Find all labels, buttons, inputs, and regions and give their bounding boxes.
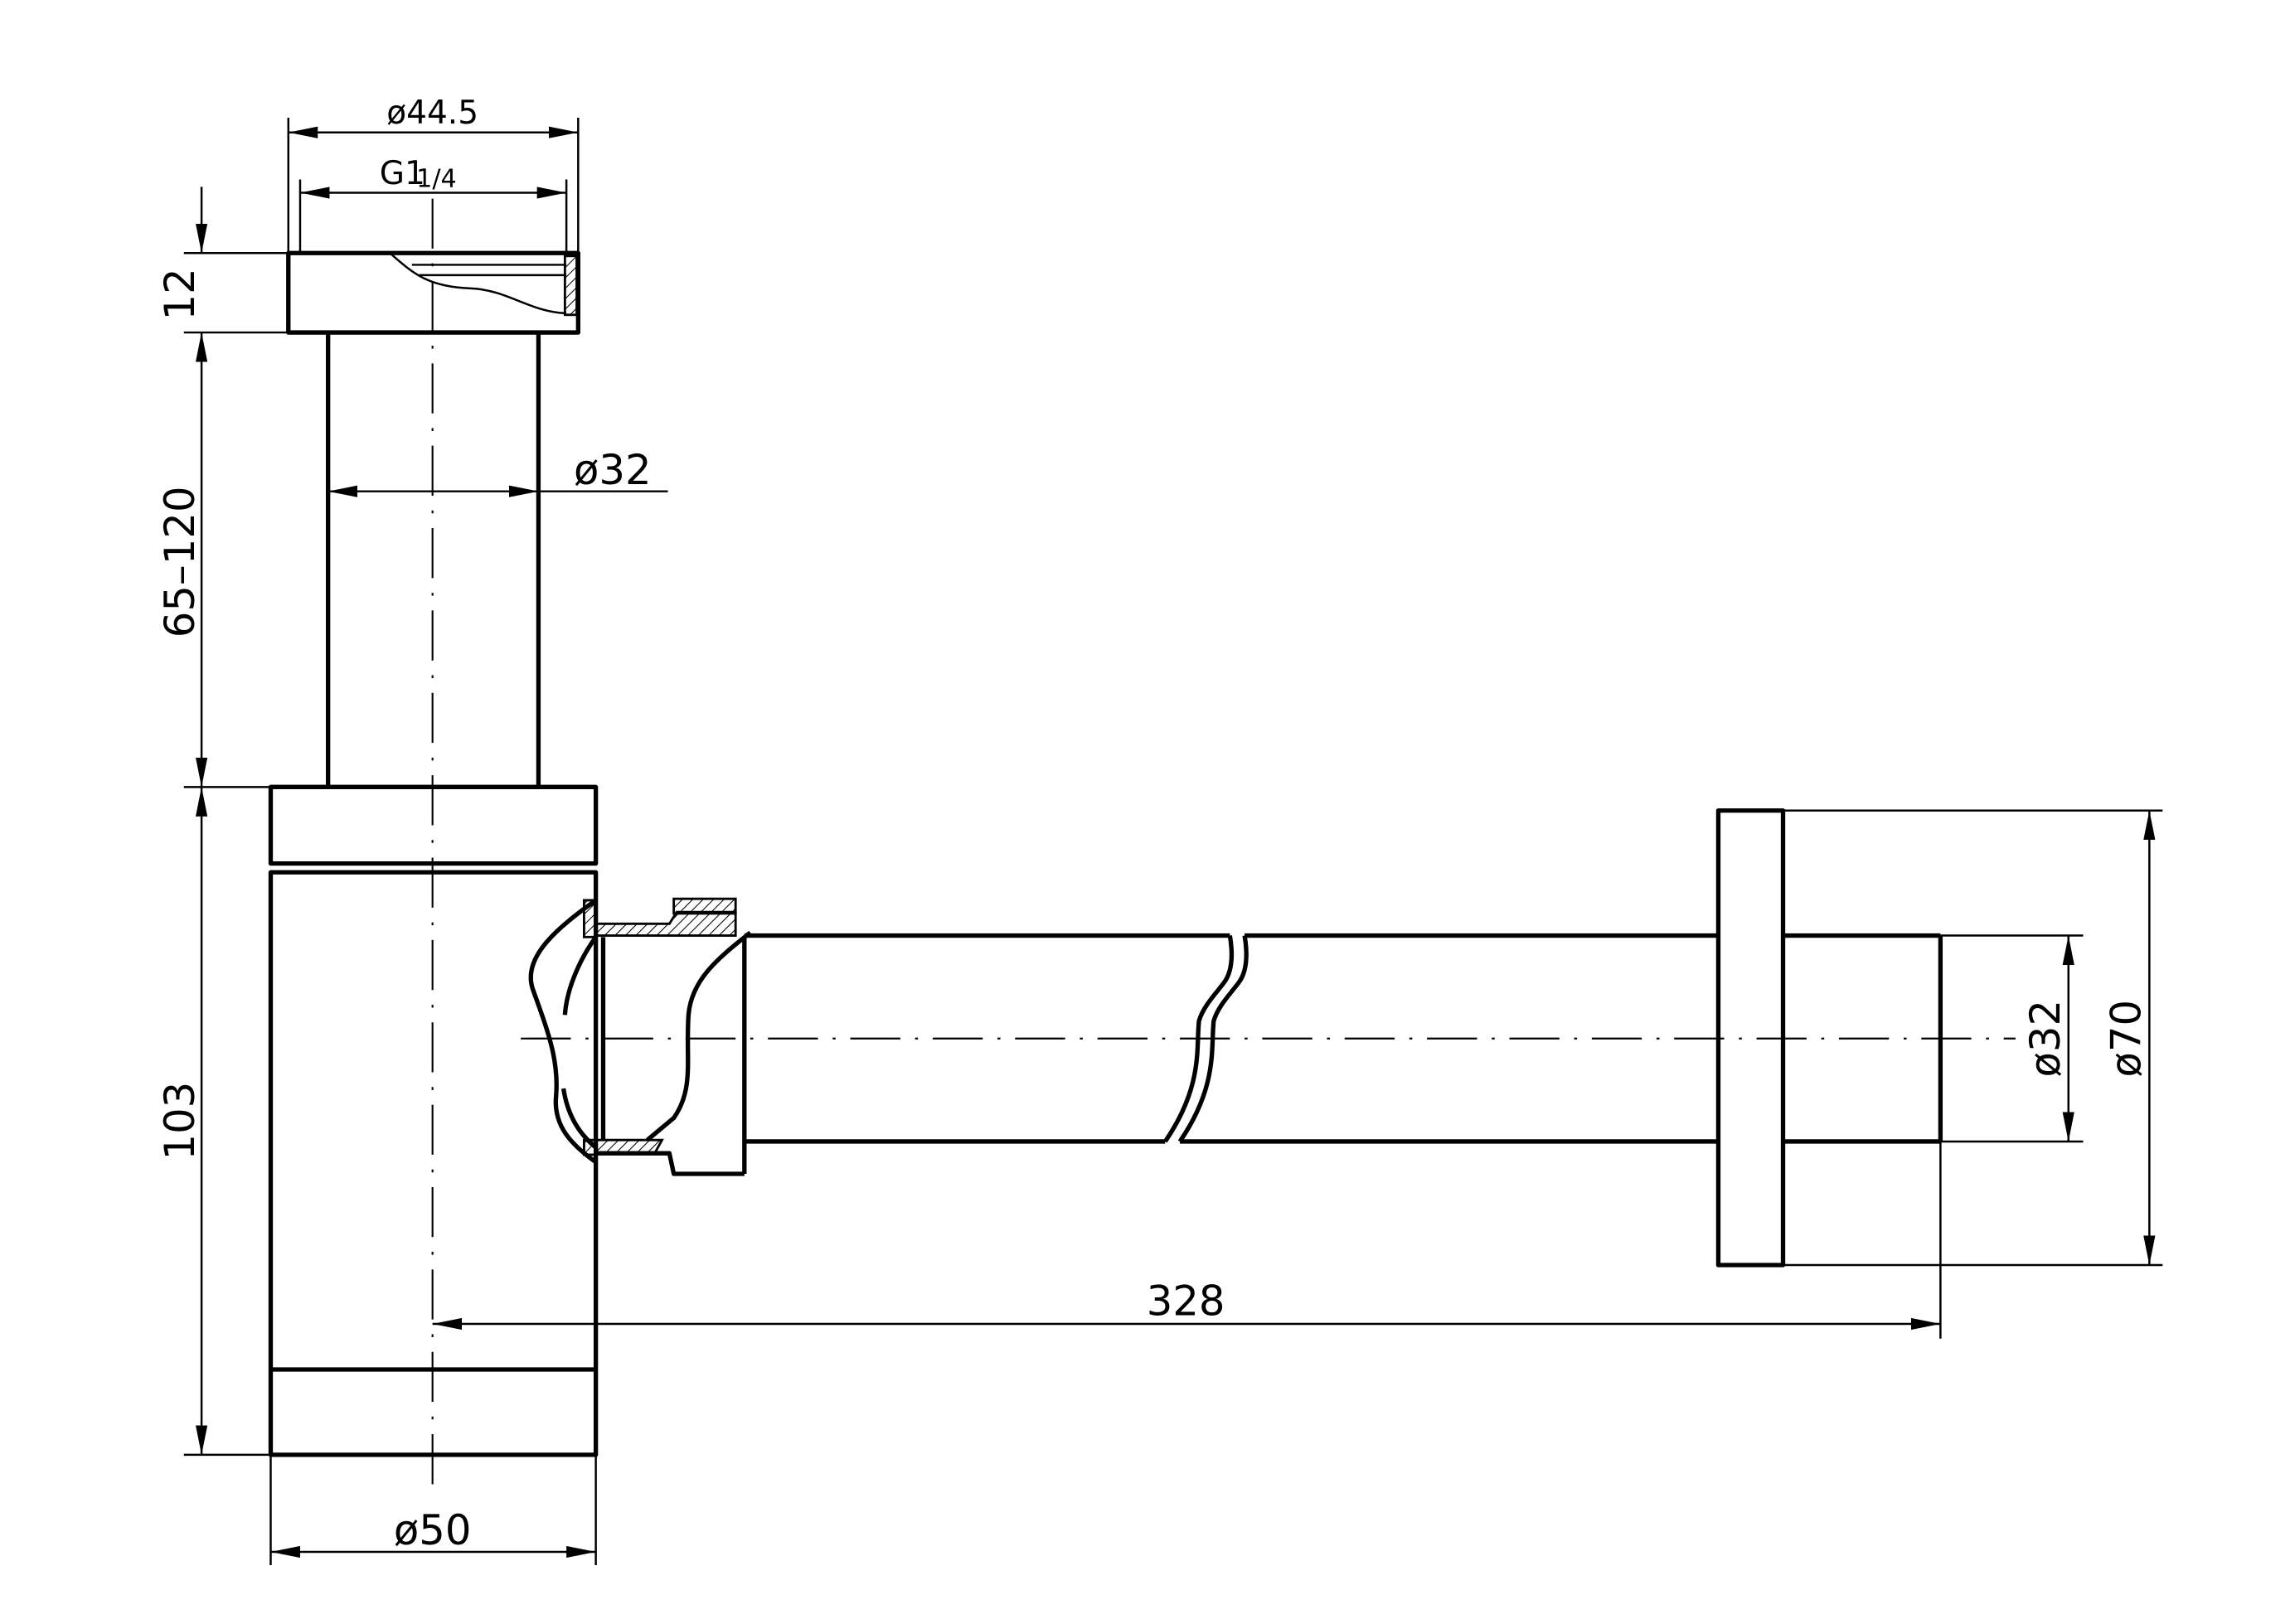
dim-tail-length: 65–120 [156, 486, 271, 788]
svg-text:103: 103 [156, 1082, 204, 1161]
svg-text:ø50: ø50 [394, 1506, 472, 1554]
dim-body-height: 103 [156, 787, 271, 1457]
outlet-connector [528, 897, 752, 1176]
svg-text:328: 328 [1147, 1277, 1225, 1325]
dim-flange-height: 12 [156, 187, 328, 788]
dim-rosette-diameter: ø70 [1783, 809, 2163, 1267]
svg-text:ø32: ø32 [2021, 1000, 2069, 1078]
svg-text:ø70: ø70 [2103, 1000, 2151, 1078]
svg-text:1/4: 1/4 [416, 164, 457, 193]
svg-text:ø44.5: ø44.5 [386, 95, 478, 132]
top-flange [286, 250, 580, 335]
dim-outlet-length: 328 [432, 1141, 1942, 1339]
dim-body-diameter: ø50 [269, 1454, 597, 1565]
svg-text:ø32: ø32 [574, 446, 652, 494]
dim-tail-diameter: ø32 [328, 446, 668, 497]
tail-pipe [326, 332, 541, 788]
svg-text:65–120: 65–120 [156, 486, 204, 637]
svg-text:G1: G1 [380, 155, 425, 192]
svg-text:12: 12 [156, 268, 204, 320]
dim-outlet-diameter: ø32 [1940, 934, 2084, 1143]
dim-flange-outer: ø44.5 [287, 95, 580, 254]
dim-thread: G1 1/4 [298, 155, 568, 254]
